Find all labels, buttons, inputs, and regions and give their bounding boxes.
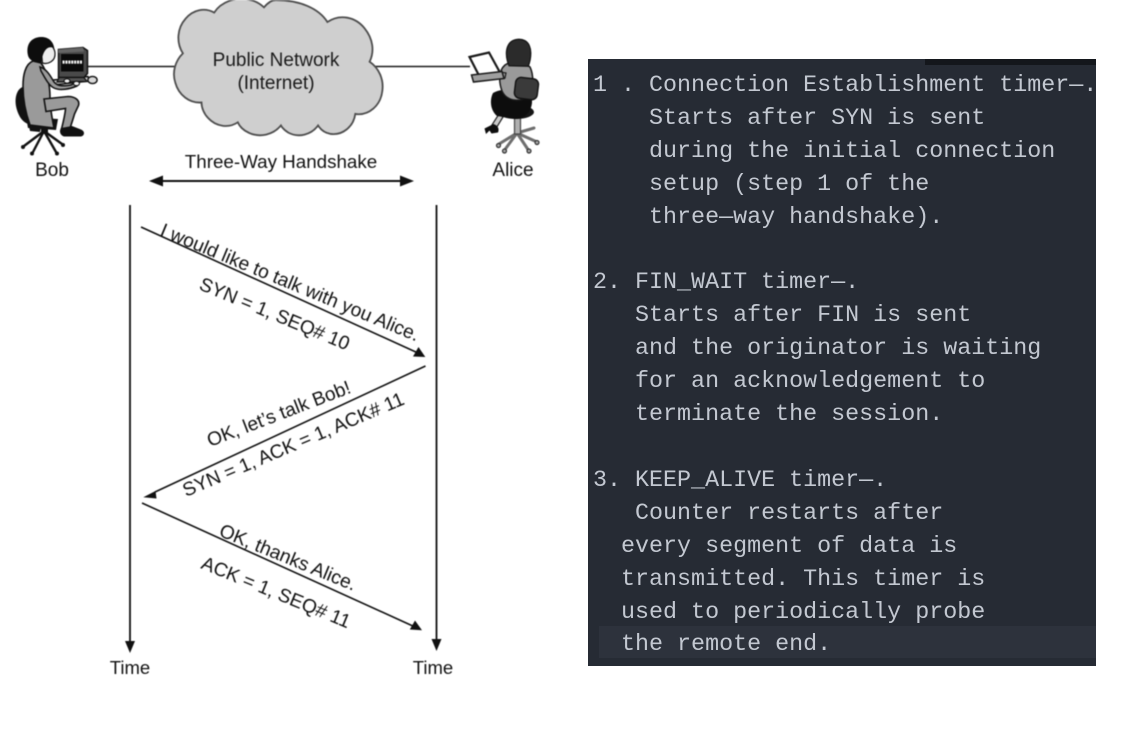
svg-text:Alice: Alice — [492, 160, 533, 181]
svg-text:Bob: Bob — [35, 160, 69, 181]
svg-text:Time: Time — [413, 657, 453, 678]
svg-text:Three-Way Handshake: Three-Way Handshake — [185, 151, 377, 172]
svg-text:Time: Time — [110, 657, 150, 678]
svg-text:Public Network: Public Network — [213, 50, 340, 71]
svg-text:(Internet): (Internet) — [237, 73, 314, 94]
